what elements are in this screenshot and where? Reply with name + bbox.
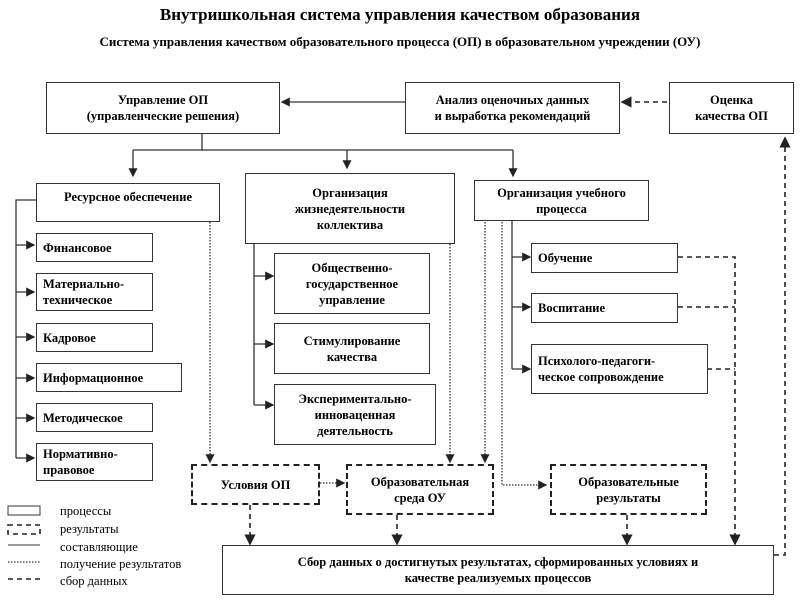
dashed-edu-items-collect bbox=[678, 256, 741, 546]
dotted-edu-to-outcomes bbox=[501, 222, 548, 490]
legend-process-swatch bbox=[7, 505, 41, 516]
diagram-title: Внутришкольная система управления качест… bbox=[159, 5, 641, 24]
outcomes-result-box: Образовательные результаты bbox=[550, 464, 707, 515]
legend-label-collect: сбор данных bbox=[60, 574, 128, 588]
life-organization-box: Организация жизнедеятельности коллектива bbox=[245, 173, 455, 244]
resource-item: Информационное bbox=[36, 363, 182, 392]
resource-item: Кадровое bbox=[36, 323, 153, 352]
edu-item: Воспитание bbox=[531, 293, 678, 323]
conditions-result-box: Условия ОП bbox=[191, 464, 320, 505]
analysis-box: Анализ оценочных данных и выработка реко… bbox=[405, 82, 620, 134]
data-collection-box: Сбор данных о достигнутых результатах, с… bbox=[222, 545, 774, 595]
edu-item: Обучение bbox=[531, 243, 678, 273]
legend-label-component: составляющие bbox=[60, 540, 138, 554]
edu-organization-box: Организация учебного процесса bbox=[474, 180, 649, 221]
dashed-collection-to-evaluation bbox=[774, 136, 791, 556]
life-item: Стимулирование качества bbox=[274, 323, 430, 374]
resource-item: Финансовое bbox=[36, 233, 153, 262]
legend-result-swatch bbox=[7, 524, 41, 535]
diagram-subtitle: Система управления качеством образовател… bbox=[99, 34, 701, 49]
management-box: Управление ОП (управленческие решения) bbox=[46, 82, 280, 134]
life-item: Экспериментально- инноваценная деятельно… bbox=[274, 384, 436, 445]
legend-label-process: процессы bbox=[60, 504, 112, 518]
life-item: Общественно- государственное управление bbox=[274, 253, 430, 314]
edu-item: Психолого-педагоги- ческое сопровождение bbox=[531, 344, 708, 394]
resource-item: Материально- техническое bbox=[36, 273, 153, 311]
resource-item: Нормативно- правовое bbox=[36, 443, 153, 481]
legend-label-obtain: получение результатов bbox=[60, 557, 182, 571]
resources-box: Ресурсное обеспечение bbox=[36, 183, 220, 222]
environment-result-box: Образовательная среда ОУ bbox=[346, 464, 494, 515]
resource-item: Методическое bbox=[36, 403, 153, 432]
connector-resources-bus bbox=[15, 199, 36, 458]
legend-swatches bbox=[7, 505, 41, 580]
legend-label-result: результаты bbox=[60, 522, 119, 536]
evaluation-box: Оценка качества ОП bbox=[669, 82, 794, 134]
